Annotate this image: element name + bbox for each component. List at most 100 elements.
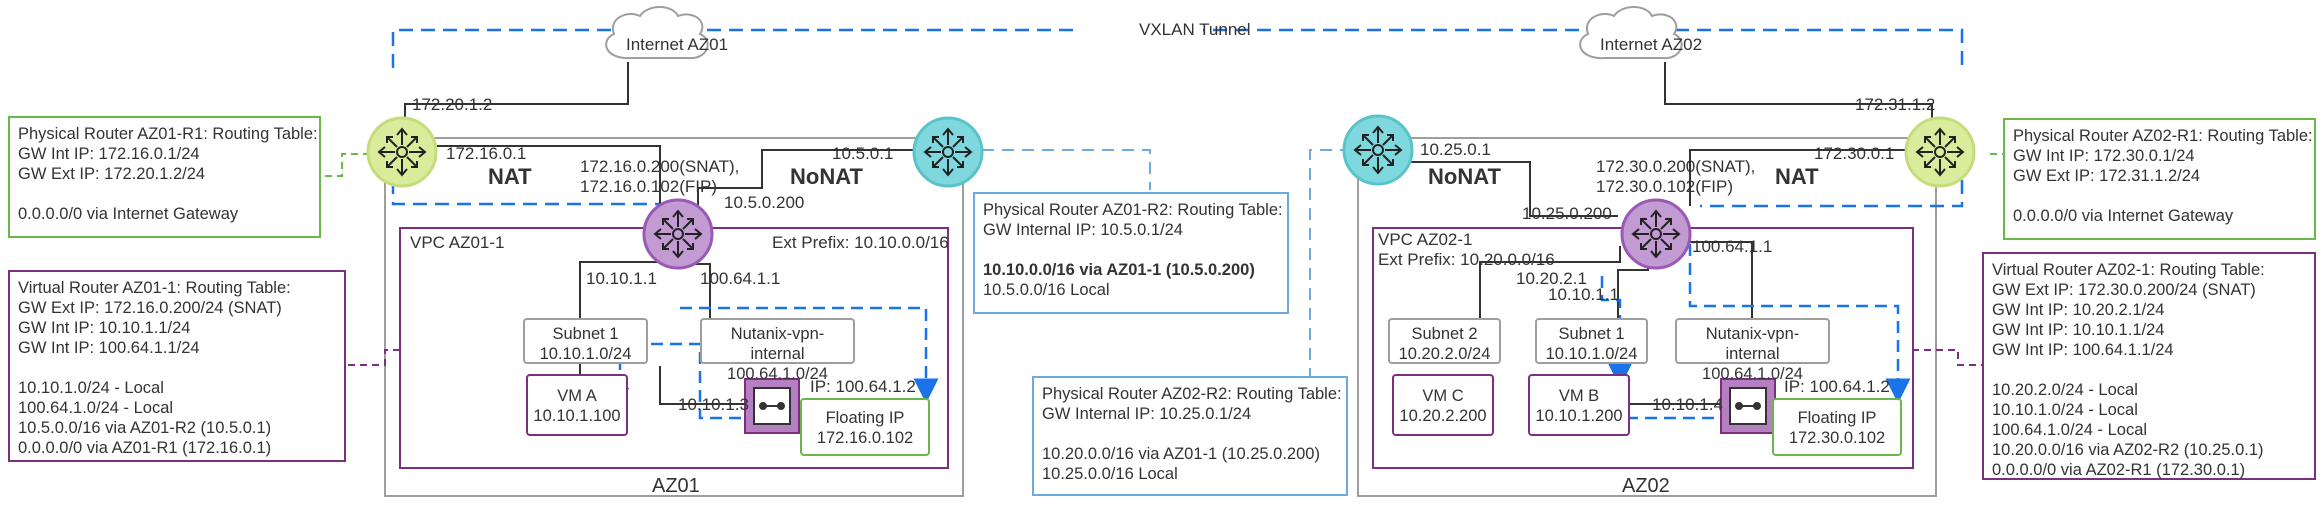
ip-label: 10.10.1.3	[678, 395, 749, 414]
link-r2-vrouter-az01	[697, 149, 918, 206]
ip-label: 172.16.0.102(FIP)	[580, 177, 717, 196]
vm-name: VM C	[1422, 387, 1464, 405]
ip-label: 100.64.1.1	[1692, 237, 1772, 256]
az02-zone-frame	[1357, 137, 1937, 497]
link-vrouter-vpn-az02	[1685, 241, 1753, 318]
router-icon	[642, 198, 714, 270]
router-icon	[1904, 116, 1976, 188]
vpc-name-az02: VPC AZ02-1	[1378, 230, 1473, 249]
ip-label: 172.30.0.1	[1814, 144, 1894, 163]
link-r1-vrouter-az01	[432, 145, 661, 204]
ip-label: 10.25.0.1	[1420, 140, 1491, 159]
ip-label: 172.16.0.1	[446, 144, 526, 163]
ip-label: 172.16.0.200(SNAT),	[580, 157, 739, 176]
tunnel-path-az01-b	[680, 306, 939, 404]
vpn-subnet-box[interactable]: Nutanix-vpn-internal 100.64.1.0/24	[1675, 318, 1830, 383]
routing-table-line: Physical Router AZ01-R1: Routing Table:	[18, 125, 318, 143]
vpc-name-az01: VPC AZ01-1	[410, 233, 505, 252]
routing-table-line: GW Int IP: 10.10.1.1/24	[18, 319, 191, 337]
routing-table-line	[18, 184, 311, 204]
routing-table-line	[1042, 424, 1338, 444]
connector-phys-az01-r1	[325, 153, 370, 177]
vm-box[interactable]: VM C 10.20.2.200	[1392, 374, 1494, 436]
floating-ip-address: 172.16.0.102	[816, 429, 914, 447]
routing-table-line: Virtual Router AZ02-1: Routing Table:	[1992, 261, 2265, 279]
floating-ip-address: 172.30.0.102	[1788, 429, 1886, 447]
routing-table-line: GW Internal IP: 10.5.0.1/24	[983, 221, 1183, 239]
cloud-icon	[605, 6, 709, 60]
link-vrouter-subnet2-az02	[1479, 246, 1621, 318]
ip-label: 172.20.1.2	[412, 95, 492, 114]
routing-table-line: GW Int IP: 172.16.0.1/24	[18, 145, 200, 163]
az02-zone-label: AZ02	[1622, 475, 1670, 497]
routing-table-line: GW Int IP: 10.20.2.1/24	[1992, 301, 2165, 319]
vm-box[interactable]: VM B 10.10.1.200	[1528, 374, 1630, 436]
routing-table-line: 0.0.0.0/0 via Internet Gateway	[2013, 207, 2234, 225]
routing-table-line: 0.0.0.0/0 via AZ02-R1 (172.30.0.1)	[1992, 461, 2246, 479]
ip-label: IP: 100.64.1.2	[810, 377, 916, 396]
routing-table-line: 10.10.1.0/24 - Local	[18, 379, 164, 397]
ip-label: 10.5.0.200	[724, 193, 804, 212]
nat-label-az01: NAT	[488, 164, 532, 189]
routing-table-line: GW Int IP: 100.64.1.1/24	[18, 339, 200, 357]
connector-virt-az02	[1912, 349, 1990, 366]
routing-table-phys-az02-r2: Physical Router AZ02-R2: Routing Table: …	[1032, 376, 1348, 496]
ip-label: 10.10.1.1	[1548, 285, 1619, 304]
tunnel-label-bg	[1075, 20, 1203, 40]
floating-ip-box[interactable]: Floating IP 172.16.0.102	[800, 398, 930, 456]
routing-table-line: 10.20.0.0/16 via AZ02-R2 (10.25.0.1)	[1992, 441, 2264, 459]
link-r2-table-az02	[1309, 149, 1412, 380]
subnet-cidr: 100.64.1.0/24	[727, 365, 828, 383]
vm-ip: 10.10.1.100	[533, 407, 621, 425]
routing-table-line: GW Int IP: 172.30.0.1/24	[2013, 147, 2195, 165]
ip-label: 10.10.1.1	[586, 269, 657, 288]
routing-table-line: 100.64.1.0/24 - Local	[18, 399, 174, 417]
connector-virt-az01	[348, 349, 402, 366]
floating-ip-box[interactable]: Floating IP 172.30.0.102	[1772, 398, 1902, 456]
routing-table-virt-az02-1: Virtual Router AZ02-1: Routing Table: GW…	[1982, 252, 2316, 480]
tunnel-label: VXLAN Tunnel	[1139, 20, 1251, 39]
routing-table-line	[1992, 360, 2306, 380]
routing-table-line: Physical Router AZ02-R2: Routing Table:	[1042, 385, 1342, 403]
ip-label: 100.64.1.1	[700, 269, 780, 288]
az01-zone-label: AZ01	[652, 475, 700, 497]
routing-table-line: GW Ext IP: 172.16.0.200/24 (SNAT)	[18, 299, 282, 317]
routing-table-phys-az01-r1: Physical Router AZ01-R1: Routing Table: …	[8, 116, 321, 238]
routing-table-line: 10.5.0.0/16 Local	[983, 281, 1110, 299]
routing-table-line	[983, 240, 1279, 260]
routing-table-line: GW Internal IP: 10.25.0.1/24	[1042, 405, 1252, 423]
cloud-icon	[1579, 6, 1683, 60]
subnet-name: Nutanix-vpn-internal	[730, 325, 825, 363]
subnet-box[interactable]: Subnet 1 10.10.1.0/24	[523, 318, 648, 364]
subnet-name: Subnet 1	[1558, 325, 1625, 343]
subnet-name: Subnet 2	[1411, 325, 1478, 343]
routing-table-line: 100.64.1.0/24 - Local	[1992, 421, 2148, 439]
routing-table-virt-az01-1: Virtual Router AZ01-1: Routing Table: GW…	[8, 270, 346, 462]
routing-table-line: 10.20.0.0/16 via AZ01-1 (10.25.0.200)	[1042, 445, 1320, 463]
ip-label: 172.31.1.2	[1855, 95, 1935, 114]
nat-label-az02: NAT	[1775, 164, 1819, 189]
routing-table-line: Virtual Router AZ01-1: Routing Table:	[18, 279, 291, 297]
routing-table-line: 0.0.0.0/0 via Internet Gateway	[18, 205, 239, 223]
subnet-name: Nutanix-vpn-internal	[1705, 325, 1800, 363]
vpn-subnet-box[interactable]: Nutanix-vpn-internal 100.64.1.0/24	[700, 318, 855, 383]
routing-table-phys-az01-r2: Physical Router AZ01-R2: Routing Table: …	[973, 192, 1289, 314]
vm-box[interactable]: VM A 10.10.1.100	[526, 374, 628, 436]
ip-label: 10.5.0.1	[832, 144, 893, 163]
subnet-box[interactable]: Subnet 2 10.20.2.0/24	[1388, 318, 1501, 364]
routing-table-line: GW Ext IP: 172.30.0.200/24 (SNAT)	[1992, 281, 2256, 299]
tunnel-path-az02-a	[1600, 276, 1633, 388]
link-r1-vrouter-az02	[1689, 149, 1932, 206]
ip-label: 10.20.2.1	[1516, 269, 1587, 288]
subnet-box[interactable]: Subnet 1 10.10.1.0/24	[1535, 318, 1648, 364]
routing-table-phys-az02-r1: Physical Router AZ02-R1: Routing Table: …	[2003, 118, 2316, 240]
vm-ip: 10.10.1.200	[1535, 407, 1623, 425]
ip-label: IP: 100.64.1.2	[1784, 377, 1890, 396]
ip-label: 10.25.0.200	[1522, 204, 1612, 223]
vpc-prefix-az01: Ext Prefix: 10.10.0.0/16	[772, 233, 949, 252]
routing-table-line: GW Int IP: 10.10.1.1/24	[1992, 321, 2165, 339]
routing-table-line: 10.20.2.0/24 - Local	[1992, 381, 2138, 399]
floating-ip-name: Floating IP	[1797, 409, 1877, 427]
